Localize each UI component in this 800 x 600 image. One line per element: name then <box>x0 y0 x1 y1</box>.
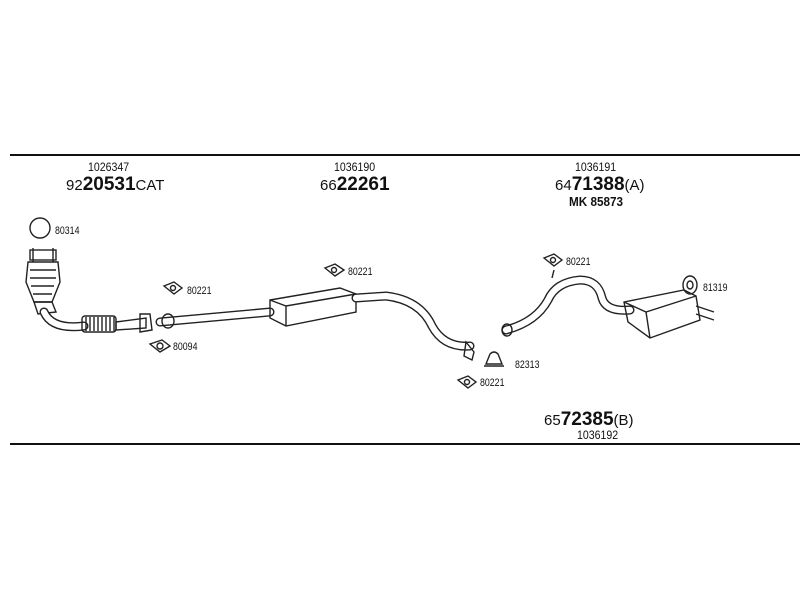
assembly-4-part-number: 6572385(B) <box>544 409 634 430</box>
rear-muffler <box>501 269 715 339</box>
hanger-80221-a <box>162 281 184 295</box>
centre-muffler <box>155 287 475 362</box>
part-label-80221-c: 80221 <box>566 256 591 268</box>
hanger-80221-d <box>456 375 478 389</box>
assembly-1-code: 1026347 <box>88 160 130 174</box>
assembly-2-part-number: 6622261 <box>320 174 390 195</box>
assembly-1-part-number: 9220531CAT <box>66 174 165 195</box>
clamp-82313 <box>484 351 504 367</box>
hanger-80221-c <box>542 253 564 267</box>
assembly-4-code: 1036192 <box>577 428 619 442</box>
catalytic-converter <box>25 248 89 332</box>
part-label-80094: 80094 <box>173 341 198 353</box>
top-rule <box>10 154 800 156</box>
part-label-80221-d: 80221 <box>480 377 505 389</box>
gasket-80094 <box>148 339 172 353</box>
bottom-rule <box>10 443 800 445</box>
o-ring-80314 <box>29 217 51 239</box>
part-label-81319: 81319 <box>703 282 728 294</box>
rubber-mount-81319 <box>682 275 698 295</box>
part-label-82313: 82313 <box>515 359 540 371</box>
assembly-3-kit: MK 85873 <box>569 194 623 209</box>
assembly-3-code: 1036191 <box>575 160 617 174</box>
part-label-80314: 80314 <box>55 225 80 237</box>
flex-pipe <box>81 313 153 333</box>
assembly-2-code: 1036190 <box>334 160 376 174</box>
hanger-80221-b <box>323 263 346 277</box>
part-label-80221-a: 80221 <box>187 285 212 297</box>
part-label-80221-b: 80221 <box>348 266 373 278</box>
assembly-3-part-number: 6471388(A) <box>555 174 645 195</box>
